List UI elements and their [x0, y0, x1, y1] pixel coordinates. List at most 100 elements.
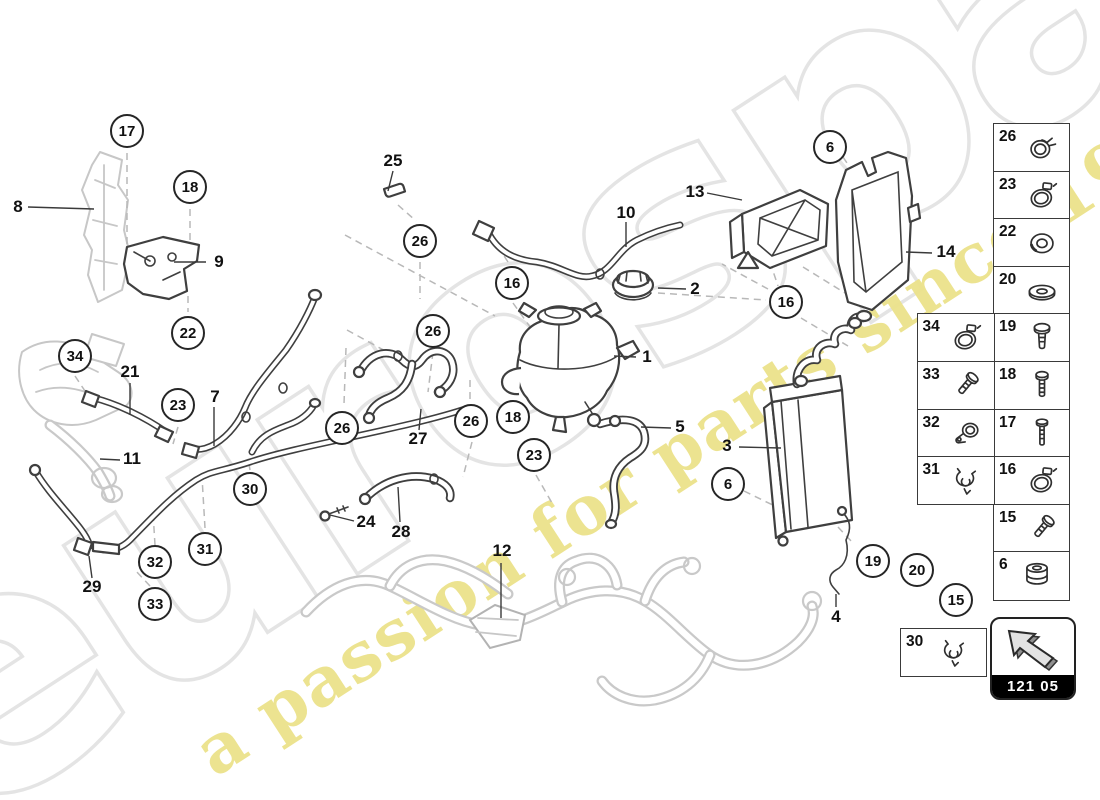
sidebar-part-18[interactable]: 18 — [993, 361, 1070, 411]
callout-33[interactable]: 33 — [138, 587, 172, 621]
cap-2-drawing — [611, 269, 655, 301]
part-label-25[interactable]: 25 — [383, 151, 403, 170]
label-leader-lines — [27, 170, 933, 618]
sidebar-part-31[interactable]: 31 — [916, 456, 995, 506]
worm-clamp-icon — [1030, 467, 1057, 493]
callout-18[interactable]: 18 — [173, 170, 207, 204]
sidebar-part-number: 19 — [999, 318, 1017, 336]
sidebar-part-19[interactable]: 19 — [993, 313, 1070, 363]
callout-26[interactable]: 26 — [416, 314, 450, 348]
callout-19[interactable]: 19 — [856, 544, 890, 578]
bracket-4-drawing — [829, 505, 851, 595]
callout-26[interactable]: 26 — [403, 224, 437, 258]
sidebar-part-number: 6 — [999, 556, 1008, 574]
part-label-11[interactable]: 11 — [123, 449, 141, 468]
part-label-7[interactable]: 7 — [210, 387, 220, 406]
sidebar-part-number: 18 — [999, 366, 1017, 383]
screw-angled-icon — [1033, 514, 1055, 538]
callout-22[interactable]: 22 — [171, 316, 205, 350]
part-label-14[interactable]: 14 — [936, 242, 956, 261]
context-parts-drawing — [18, 151, 823, 707]
callout-26[interactable]: 26 — [454, 404, 488, 438]
part-label-21[interactable]: 21 — [120, 362, 140, 381]
sidebar-part-number: 30 — [906, 633, 924, 650]
part-label-9[interactable]: 9 — [214, 252, 224, 271]
part-label-4[interactable]: 4 — [831, 607, 841, 626]
callout-32[interactable]: 32 — [138, 545, 172, 579]
sidebar-part-number: 34 — [922, 318, 940, 336]
callout-20[interactable]: 20 — [900, 553, 934, 587]
radiator-3-drawing — [762, 309, 873, 547]
washer-icon — [1028, 284, 1056, 301]
bracket-9-drawing — [122, 235, 201, 301]
part-label-3[interactable]: 3 — [722, 436, 732, 455]
callout-17[interactable]: 17 — [110, 114, 144, 148]
sidebar-part-number: 31 — [922, 461, 940, 479]
part-label-1[interactable]: 1 — [642, 347, 652, 366]
diagram-code-badge[interactable]: 121 05 — [992, 675, 1074, 698]
worm-clamp-icon — [954, 324, 981, 350]
sidebar-part-number: 15 — [999, 508, 1017, 526]
part-label-5[interactable]: 5 — [675, 417, 685, 436]
retainer-clip-icon — [943, 639, 964, 667]
callout-18[interactable]: 18 — [496, 400, 530, 434]
sidebar-part-30[interactable]: 30 — [900, 628, 987, 677]
duct-14-drawing — [834, 150, 922, 312]
callout-16[interactable]: 16 — [495, 266, 529, 300]
part-label-2[interactable]: 2 — [690, 279, 700, 298]
sidebar-part-34[interactable]: 34 — [916, 313, 995, 363]
expansion-tank-1-drawing — [500, 301, 641, 434]
part-label-10[interactable]: 10 — [616, 203, 636, 222]
clip-29-drawing — [72, 536, 94, 557]
screw-icon — [1034, 370, 1049, 398]
callout-31[interactable]: 31 — [188, 532, 222, 566]
callout-30[interactable]: 30 — [233, 472, 267, 506]
sidebar-part-17[interactable]: 17 — [993, 408, 1070, 458]
callout-6[interactable]: 6 — [813, 130, 847, 164]
sidebar-part-number: 33 — [922, 366, 940, 383]
callout-6[interactable]: 6 — [711, 467, 745, 501]
seal-ring-icon — [1029, 233, 1054, 254]
worm-clamp-icon — [1030, 181, 1057, 208]
part-label-8[interactable]: 8 — [13, 197, 23, 216]
spring-clamp-icon — [1029, 137, 1056, 159]
main-parts-drawing — [28, 150, 922, 595]
screw-angled-icon — [957, 371, 979, 395]
sidebar-part-26[interactable]: 26 — [993, 123, 1070, 173]
clip-grommet-icon — [954, 422, 979, 444]
part-label-12[interactable]: 12 — [492, 541, 512, 560]
retainer-clip-icon — [955, 468, 976, 496]
diagram-nav-box[interactable]: 121 05 — [990, 617, 1076, 700]
sidebar-part-6[interactable]: 6 — [993, 551, 1070, 601]
callout-23[interactable]: 23 — [161, 388, 195, 422]
screw-long-icon — [1035, 418, 1048, 446]
sidebar-part-32[interactable]: 32 — [916, 408, 995, 458]
sidebar-part-23[interactable]: 23 — [993, 170, 1070, 220]
callout-34[interactable]: 34 — [58, 339, 92, 373]
sidebar-part-22[interactable]: 22 — [993, 218, 1070, 268]
sidebar-part-33[interactable]: 33 — [916, 361, 995, 411]
sidebar-part-number: 20 — [999, 270, 1017, 288]
part-label-29[interactable]: 29 — [82, 577, 102, 596]
part-label-27[interactable]: 27 — [408, 429, 428, 448]
part-label-24[interactable]: 24 — [356, 512, 376, 531]
hose-5-drawing — [584, 401, 650, 530]
pipe-30-drawing — [28, 404, 472, 557]
sidebar-part-15[interactable]: 15 — [993, 503, 1070, 553]
sidebar-part-number: 26 — [999, 128, 1017, 145]
hose-27-drawing — [352, 347, 458, 425]
back-arrow-icon — [1007, 629, 1059, 672]
heat-shield-drawing — [81, 151, 131, 303]
callout-15[interactable]: 15 — [939, 583, 973, 617]
callout-26[interactable]: 26 — [325, 411, 359, 445]
clip-25-drawing — [382, 182, 407, 198]
callout-16[interactable]: 16 — [769, 285, 803, 319]
part-label-13[interactable]: 13 — [685, 182, 705, 201]
callout-23[interactable]: 23 — [517, 438, 551, 472]
part-label-28[interactable]: 28 — [391, 522, 411, 541]
hose-28-drawing — [358, 472, 455, 506]
sidebar-part-16[interactable]: 16 — [993, 456, 1070, 506]
sidebar-part-20[interactable]: 20 — [993, 265, 1070, 315]
